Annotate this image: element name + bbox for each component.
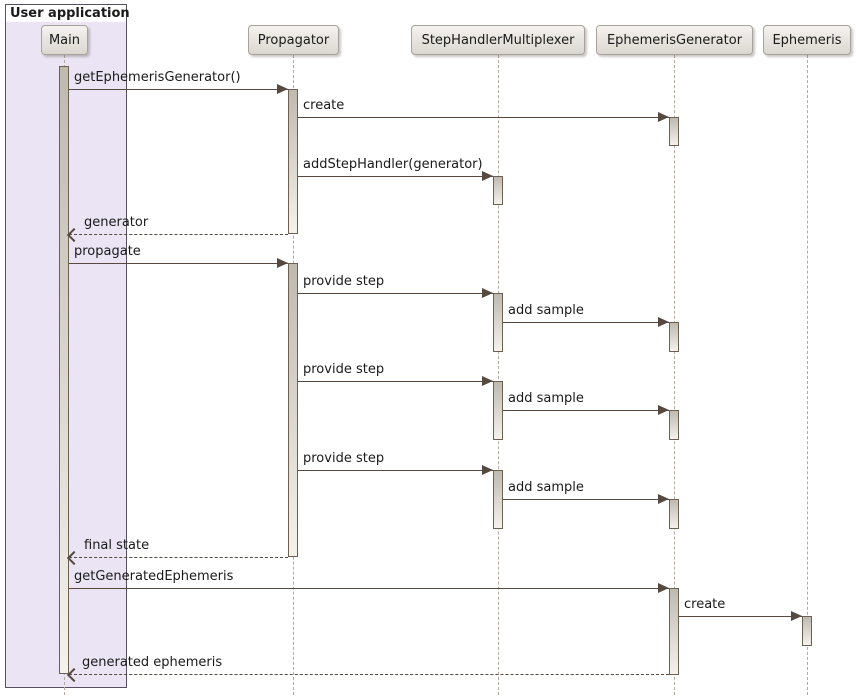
activation-ephemerisgenerator-6 (669, 322, 679, 352)
activation-ephemerisgenerator-11 (669, 588, 679, 675)
message-line-5 (298, 293, 493, 294)
arrowhead-icon (482, 376, 493, 386)
message-line-12 (69, 588, 669, 589)
arrowhead-icon (482, 171, 493, 181)
message-line-14 (69, 674, 669, 675)
arrowhead-icon (658, 112, 669, 122)
arrowhead-icon (277, 84, 288, 94)
message-label-14: generated ephemeris (82, 655, 223, 670)
activation-stephandlermultiplexer-9 (493, 470, 503, 529)
message-label-6: add sample (508, 303, 584, 318)
activation-ephemerisgenerator-2 (669, 117, 679, 146)
message-line-9 (298, 470, 493, 471)
message-line-2 (298, 176, 493, 177)
activation-propagator-1 (288, 89, 298, 234)
message-label-5: provide step (303, 274, 385, 289)
message-line-7 (298, 381, 493, 382)
arrowhead-icon (482, 465, 493, 475)
message-label-4: propagate (74, 244, 141, 259)
message-label-10: add sample (508, 480, 584, 495)
message-label-7: provide step (303, 362, 385, 377)
message-line-13 (679, 616, 802, 617)
arrowhead-icon (658, 317, 669, 327)
message-line-4 (69, 263, 288, 264)
participant-stephandlermultiplexer: StepHandlerMultiplexer (411, 25, 585, 55)
activation-stephandlermultiplexer-7 (493, 381, 503, 440)
activation-stephandlermultiplexer-5 (493, 293, 503, 352)
message-line-10 (503, 499, 669, 500)
message-label-13: create (684, 597, 726, 612)
lifeline-ephemeris (807, 55, 808, 695)
arrowhead-icon (658, 583, 669, 593)
activation-ephemeris-12 (802, 616, 812, 646)
lifeline-stephandlermultiplexer (498, 55, 499, 695)
message-label-11: final state (84, 538, 150, 553)
message-label-12: getGeneratedEphemeris (74, 569, 234, 584)
message-label-3: generator (84, 215, 149, 230)
activation-stephandlermultiplexer-3 (493, 176, 503, 205)
participant-ephemerisgenerator: EphemerisGenerator (596, 25, 753, 55)
message-line-6 (503, 322, 669, 323)
activation-main-0 (59, 66, 69, 674)
message-label-2: addStepHandler(generator) (303, 157, 483, 172)
arrowhead-icon (482, 288, 493, 298)
activation-ephemerisgenerator-8 (669, 410, 679, 440)
arrowhead-icon (658, 494, 669, 504)
participant-main: Main (41, 25, 88, 55)
arrowhead-icon (791, 611, 802, 621)
arrowhead-icon (658, 405, 669, 415)
activation-propagator-4 (288, 263, 298, 557)
message-label-1: create (303, 98, 345, 113)
message-line-11 (69, 557, 288, 558)
message-line-0 (69, 89, 288, 90)
arrowhead-icon (277, 258, 288, 268)
message-label-0: getEphemerisGenerator() (74, 70, 241, 85)
message-label-9: provide step (303, 451, 385, 466)
message-line-8 (503, 410, 669, 411)
participant-ephemeris: Ephemeris (763, 25, 851, 55)
message-line-3 (69, 234, 288, 235)
activation-ephemerisgenerator-10 (669, 499, 679, 529)
message-label-8: add sample (508, 391, 584, 406)
participant-propagator: Propagator (248, 25, 339, 55)
message-line-1 (298, 117, 669, 118)
frame-title: User application (10, 6, 130, 21)
lifeline-ephemerisgenerator (674, 55, 675, 695)
